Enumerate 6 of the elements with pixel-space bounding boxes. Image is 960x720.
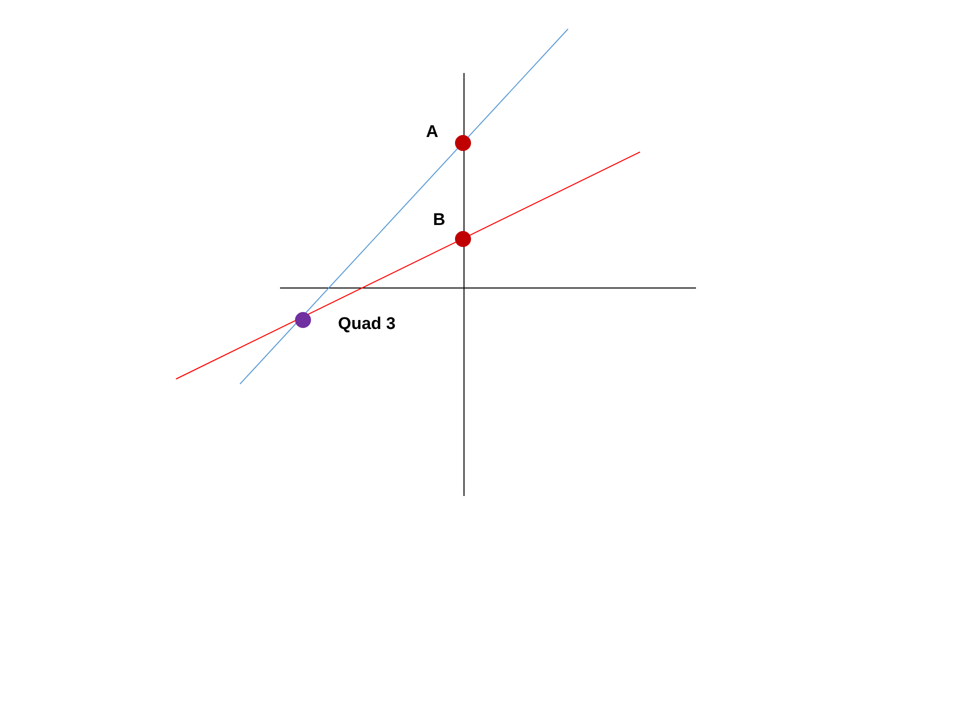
point-label: A (426, 122, 438, 142)
point-label: Quad 3 (338, 314, 396, 334)
point-marker (455, 231, 471, 247)
point-marker (295, 312, 311, 328)
point-label: B (433, 210, 446, 230)
point-marker (455, 135, 471, 151)
